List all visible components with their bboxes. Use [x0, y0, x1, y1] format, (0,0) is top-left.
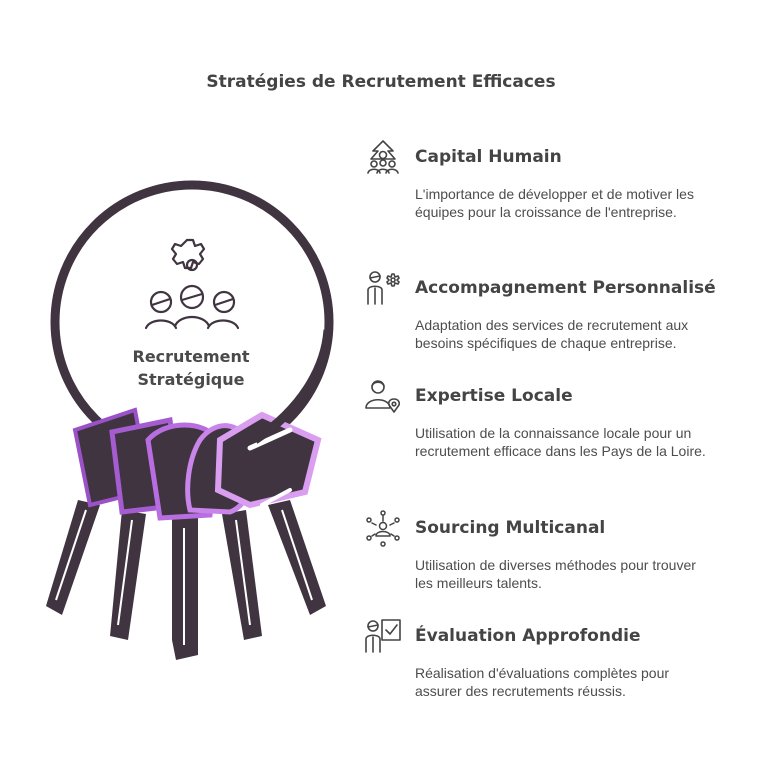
key-shaft-stripes	[55, 509, 313, 645]
item-description: L'importance de développer et de motiver…	[415, 186, 694, 220]
person-location-icon	[365, 380, 401, 413]
item-title: Capital Humain	[415, 147, 562, 167]
center-label-line1: Recrutement	[132, 347, 250, 366]
item-description: Utilisation de la connaissance locale po…	[415, 425, 706, 459]
item-title: Sourcing Multicanal	[415, 518, 606, 538]
item-description: Réalisation d'évaluations complètes pour…	[415, 665, 670, 699]
center-label-line2: Stratégique	[137, 370, 245, 389]
item-description: Adaptation des services de recrutement a…	[415, 317, 689, 351]
person-gear-icon	[367, 271, 400, 305]
item-title: Expertise Locale	[415, 386, 573, 406]
key-heads	[72, 407, 322, 521]
item-sourcing-multicanal: Sourcing Multicanal Utilisation de diver…	[363, 508, 733, 592]
item-title: Accompagnement Personnalisé	[415, 278, 716, 298]
item-accompagnement: Accompagnement Personnalisé Adaptation d…	[363, 268, 733, 352]
item-description: Utilisation de diverses méthodes pour tr…	[415, 557, 696, 591]
item-title: Évaluation Approfondie	[415, 626, 641, 646]
item-evaluation: Évaluation Approfondie Réalisation d'éva…	[363, 616, 733, 700]
item-capital-humain: Capital Humain L'importance de développe…	[363, 137, 733, 221]
center-label: Recrutement Stratégique	[116, 345, 266, 391]
gear-people-icon	[144, 238, 240, 330]
network-people-icon	[366, 510, 400, 547]
evaluation-checklist-icon	[365, 619, 401, 653]
item-expertise-locale: Expertise Locale Utilisation de la conna…	[363, 376, 733, 460]
key-shafts	[46, 500, 326, 660]
diagram-title: Stratégies de Recrutement Efficaces	[206, 72, 556, 92]
team-growth-icon	[367, 140, 399, 174]
